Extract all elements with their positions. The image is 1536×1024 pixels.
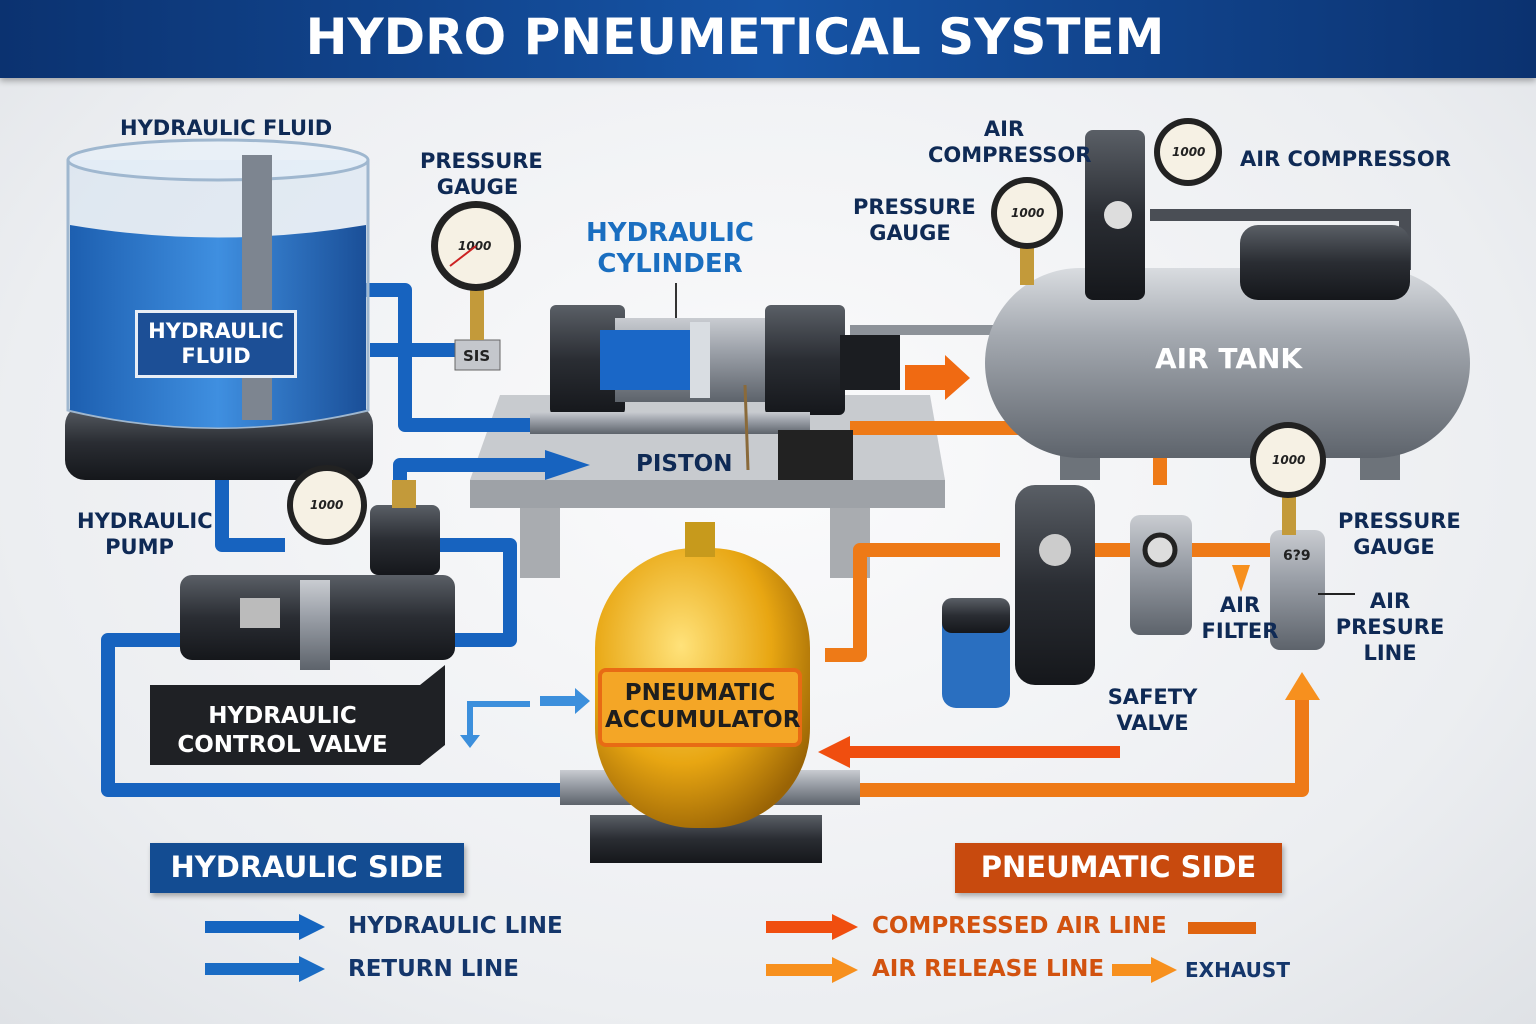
return-line-arrow-icon xyxy=(205,956,325,982)
diagram-title: HYDRO PNEUMETICAL SYSTEM xyxy=(305,8,1165,66)
label-piston: PISTON xyxy=(636,451,733,477)
air-tank xyxy=(985,130,1470,480)
hydraulic-flow-arrow xyxy=(545,450,590,480)
legend-compressed-air-line: COMPRESSED AIR LINE xyxy=(872,913,1167,939)
svg-text:1000: 1000 xyxy=(1272,453,1305,467)
pneumatic-accumulator xyxy=(560,522,860,863)
svg-text:1000: 1000 xyxy=(1172,145,1205,159)
air-up-arrow xyxy=(1285,672,1320,700)
fitting-mark: SIS xyxy=(463,347,490,365)
air-release-arrow-icon xyxy=(766,957,858,983)
legend-hydraulic-line: HYDRAULIC LINE xyxy=(348,913,563,939)
pressure-gauge: 1000 xyxy=(287,465,367,545)
return-arrow xyxy=(467,701,530,740)
svg-text:6?9: 6?9 xyxy=(1283,548,1311,564)
legend-return-line: RETURN LINE xyxy=(348,956,519,982)
pressure-gauge: 1000 xyxy=(1154,118,1222,186)
hydraulic-cylinder xyxy=(530,305,900,480)
compressed-air-arrow-icon xyxy=(766,914,858,940)
label-hydraulic-fluid: HYDRAULIC FLUID xyxy=(120,116,333,140)
svg-text:1000: 1000 xyxy=(1011,206,1044,220)
pressure-gauge: 1000 xyxy=(1250,422,1326,535)
air-flow-arrow xyxy=(905,355,970,400)
hydraulic-control-valve xyxy=(150,665,445,765)
air-filter-assembly: 6?9 xyxy=(942,485,1325,708)
exhaust-arrow-icon xyxy=(1112,957,1177,983)
pipe-segment-icon xyxy=(1188,922,1256,934)
legend-air-release-line: AIR RELEASE LINE xyxy=(872,956,1105,982)
hydraulic-side-badge: HYDRAULIC SIDE xyxy=(150,843,464,893)
label-air-compressor-right: AIR COMPRESSOR xyxy=(1240,147,1451,171)
title-bar xyxy=(0,0,1536,78)
legend-exhaust: EXHAUST xyxy=(1185,958,1290,982)
pressure-gauge: 1000 xyxy=(431,201,521,340)
svg-text:1000: 1000 xyxy=(310,498,343,512)
return-air-arrow xyxy=(850,746,1120,758)
hydraulic-line-arrow-icon xyxy=(205,914,325,940)
label-air-tank: AIR TANK xyxy=(1155,342,1303,375)
hydraulic-pump xyxy=(180,480,455,670)
pressure-gauge: 1000 xyxy=(991,177,1063,285)
pneumatic-side-badge: PNEUMATIC SIDE xyxy=(955,843,1282,893)
